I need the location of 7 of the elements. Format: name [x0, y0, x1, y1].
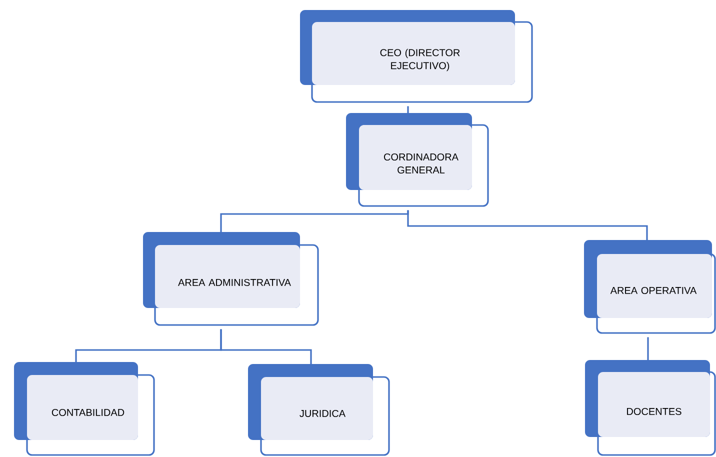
org-chart-box: DOCENTES — [585, 360, 716, 456]
org-chart-box: AREA ADMINISTRATIVA — [143, 232, 319, 326]
org-chart-box: CEO (DIRECTOR EJECUTIVO) — [300, 10, 533, 103]
org-chart-box: JURIDICA — [248, 364, 390, 456]
org-chart-box: CONTABILIDAD — [14, 362, 155, 456]
org-chart-box: CORDINADORA GENERAL — [346, 113, 489, 207]
org-chart-box: AREA OPERATIVA — [584, 240, 716, 334]
